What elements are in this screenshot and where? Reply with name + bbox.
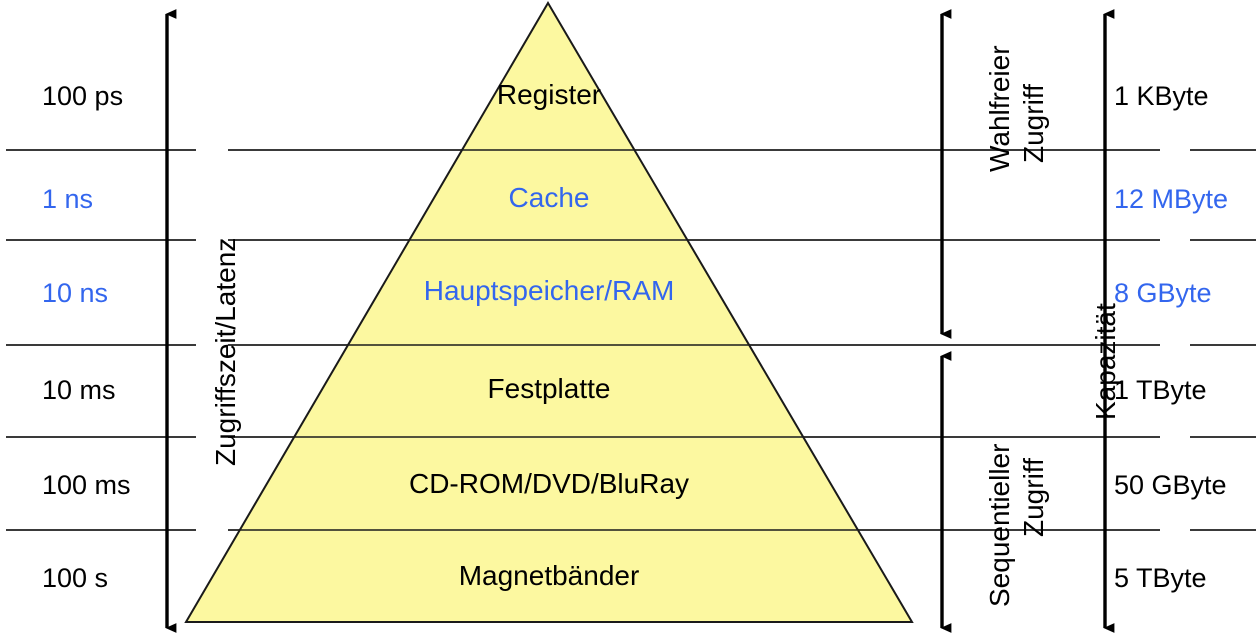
latency-label-festplatte: 10 ms: [42, 375, 116, 405]
capacity-label-cache: 12 MByte: [1114, 184, 1229, 214]
tier-name-ram: Hauptspeicher/RAM: [423, 275, 675, 306]
latency-label-cache: 1 ns: [42, 184, 94, 214]
tier-name-register: Register: [496, 79, 602, 110]
sequential-access-label-line1: Sequentieller: [984, 443, 1015, 607]
pyramid-internal-dividers: [240, 149, 857, 531]
random-access-label-line1: Wahlfreier: [984, 45, 1015, 172]
capacity-label-tape: 5 TByte: [1114, 563, 1207, 593]
tier-name-festplatte: Festplatte: [487, 373, 611, 404]
capacity-label-optical: 50 GByte: [1114, 470, 1227, 500]
latency-label-optical: 100 ms: [42, 470, 131, 500]
tier-name-optical: CD-ROM/DVD/BluRay: [408, 468, 690, 499]
random-access-label-line2: Zugriff: [1018, 84, 1049, 163]
capacity-label-ram: 8 GByte: [1114, 278, 1212, 308]
tier-name-tape: Magnetbänder: [458, 560, 640, 591]
tier-name-cache: Cache: [508, 182, 590, 213]
latency-axis-label: Zugriffszeit/Latenz: [210, 237, 241, 466]
latency-label-register: 100 ps: [42, 81, 124, 111]
capacity-axis-label: Kapazität: [1090, 303, 1121, 420]
latency-label-ram: 10 ns: [42, 278, 109, 308]
latency-label-tape: 100 s: [42, 563, 109, 593]
capacity-label-register: 1 KByte: [1114, 81, 1209, 111]
capacity-label-festplatte: 1 TByte: [1114, 375, 1207, 405]
sequential-access-label-line2: Zugriff: [1018, 458, 1049, 537]
pyramid-shape: [184, 1, 914, 623]
